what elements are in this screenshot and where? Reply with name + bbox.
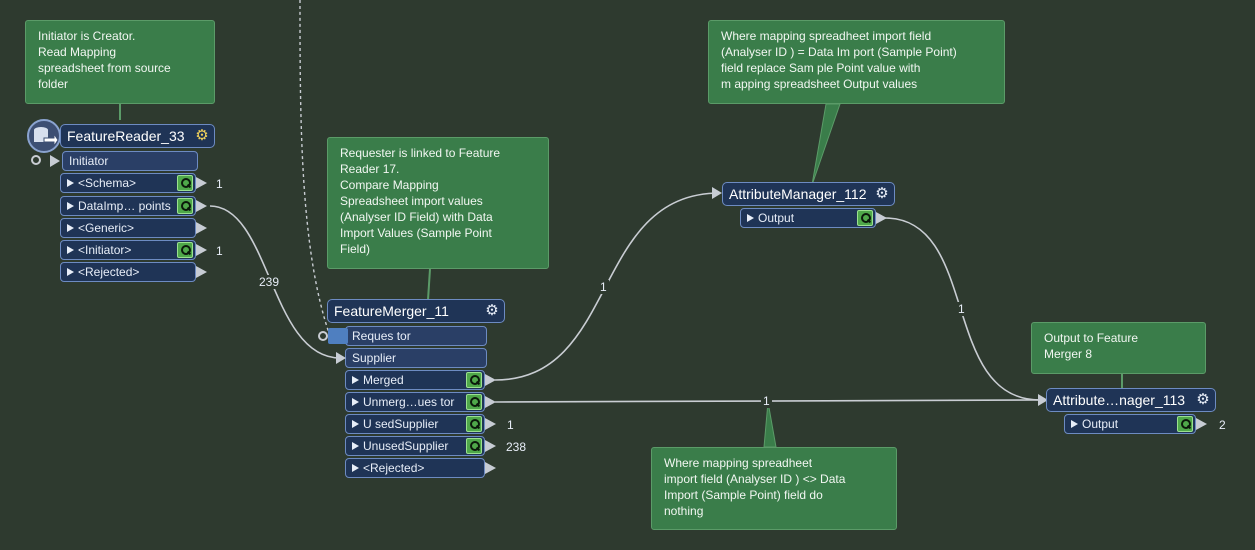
output-arrow-icon [196, 266, 207, 278]
expand-icon[interactable] [352, 375, 359, 384]
output-arrow-icon [485, 462, 496, 474]
inspect-icon[interactable] [177, 242, 193, 258]
merger-port-unusedsupplier[interactable]: UnusedSupplier [345, 436, 485, 456]
note-mapping-equal[interactable]: Where mapping spreadheet import field (A… [708, 20, 1005, 104]
inspect-icon[interactable] [466, 438, 482, 454]
am113-output-count: 2 [1219, 418, 1226, 432]
output-arrow-icon [485, 418, 496, 430]
am113-port-output[interactable]: Output [1064, 414, 1196, 434]
port-label: <Rejected> [78, 265, 140, 279]
note-initiator[interactable]: Initiator is Creator. Read Mapping sprea… [25, 20, 215, 104]
output-arrow-icon [1196, 418, 1207, 430]
reader-port-initiator[interactable]: <Initiator> [60, 240, 196, 260]
port-label: Output [1082, 417, 1119, 431]
am113-input-arrow-icon [1038, 394, 1048, 406]
am112-input-arrow-icon [712, 187, 722, 199]
port-label: Unmerg…ues tor [363, 395, 455, 409]
expand-icon[interactable] [1071, 419, 1078, 428]
supplier-arrow-icon [336, 352, 346, 364]
port-label: Merged [363, 373, 404, 387]
expand-icon[interactable] [352, 463, 359, 472]
attributemanager-113-title: Attribute…nager_113 [1053, 392, 1186, 408]
output-arrow-icon [196, 222, 207, 234]
port-label: UnusedSupplier [363, 439, 449, 453]
attributemanager-112-title: AttributeManager_112 [729, 186, 867, 202]
gear-icon[interactable]: ⚙ [875, 185, 889, 202]
expand-icon[interactable] [67, 178, 74, 187]
usedsupplier-count: 1 [507, 418, 514, 432]
expand-icon[interactable] [352, 441, 359, 450]
merger-port-rejected[interactable]: <Rejected> [345, 458, 485, 478]
unusedsupplier-count: 238 [506, 440, 527, 454]
initiator-arrow-icon [50, 155, 60, 167]
reader-port-generic[interactable]: <Generic> [60, 218, 196, 238]
reader-port-dataimport[interactable]: DataImp… points [60, 196, 196, 216]
reader-schema-count: 1 [216, 177, 223, 191]
inspect-icon[interactable] [177, 198, 193, 214]
output-arrow-icon [196, 177, 207, 189]
wire-count-merged: 1 [598, 280, 609, 294]
output-arrow-icon [876, 212, 887, 224]
wire-count-am112: 1 [956, 302, 967, 316]
featurereader-33-header[interactable]: FeatureReader_33 ⚙ [60, 124, 215, 148]
requestor-label: Reques tor [352, 329, 411, 343]
output-arrow-icon [196, 200, 207, 212]
inspect-icon[interactable] [1177, 416, 1193, 432]
am112-port-output[interactable]: Output [740, 208, 876, 228]
expand-icon[interactable] [67, 267, 74, 276]
gear-icon[interactable]: ⚙ [485, 302, 499, 319]
featuremerger-11-title: FeatureMerger_11 [334, 303, 449, 319]
port-label: <Schema> [78, 176, 137, 190]
inspect-icon[interactable] [177, 175, 193, 191]
requestor-connector-icon [318, 331, 328, 341]
expand-icon[interactable] [67, 245, 74, 254]
wire-count-unmerged: 1 [761, 394, 772, 408]
gear-icon[interactable]: ⚙ [1196, 391, 1210, 408]
attributemanager-113-header[interactable]: Attribute…nager_113 ⚙ [1046, 388, 1216, 412]
port-label: <Generic> [78, 221, 135, 235]
reader-initiator-count: 1 [216, 244, 223, 258]
note-output-fm8[interactable]: Output to Feature Merger 8 [1031, 322, 1206, 374]
featurereader-33-title: FeatureReader_33 [67, 128, 185, 144]
initiator-link-wire [299, 0, 331, 337]
attributemanager-112-header[interactable]: AttributeManager_112 ⚙ [722, 182, 895, 206]
initiator-connector-icon [31, 155, 41, 165]
expand-icon[interactable] [352, 419, 359, 428]
note-requester[interactable]: Requester is linked to Feature Reader 17… [327, 137, 549, 269]
reader-port-schema[interactable]: <Schema> [60, 173, 196, 193]
featuremerger-11-header[interactable]: FeatureMerger_11 ⚙ [327, 299, 505, 323]
reader-initiator-label: Initiator [69, 154, 109, 168]
merger-port-unmerged[interactable]: Unmerg…ues tor [345, 392, 485, 412]
inspect-icon[interactable] [466, 394, 482, 410]
inspect-icon[interactable] [466, 416, 482, 432]
reader-port-rejected[interactable]: <Rejected> [60, 262, 196, 282]
inspect-icon[interactable] [466, 372, 482, 388]
port-label: U sedSupplier [363, 417, 439, 431]
output-arrow-icon [196, 244, 207, 256]
expand-icon[interactable] [67, 223, 74, 232]
inspect-icon[interactable] [857, 210, 873, 226]
wire-count-239: 239 [257, 275, 282, 289]
merger-port-merged[interactable]: Merged [345, 370, 485, 390]
output-arrow-icon [485, 374, 496, 386]
requestor-arrow-icon [328, 328, 348, 344]
expand-icon[interactable] [67, 201, 74, 210]
port-label: <Rejected> [363, 461, 425, 475]
output-arrow-icon [485, 440, 496, 452]
expand-icon[interactable] [352, 397, 359, 406]
note-mapping-not-equal[interactable]: Where mapping spreadheet import field (A… [651, 447, 897, 530]
database-icon [27, 119, 61, 153]
reader-initiator-port[interactable]: Initiator [62, 151, 198, 171]
port-label: Output [758, 211, 795, 225]
merger-port-usedsupplier[interactable]: U sedSupplier [345, 414, 485, 434]
port-label: <Initiator> [78, 243, 132, 257]
gear-icon[interactable]: ⚙ [195, 127, 209, 144]
merger-input-requestor[interactable]: Reques tor [345, 326, 487, 346]
merger-input-supplier[interactable]: Supplier [345, 348, 487, 368]
output-arrow-icon [485, 396, 496, 408]
supplier-label: Supplier [352, 351, 397, 365]
expand-icon[interactable] [747, 213, 754, 222]
port-label: DataImp… points [78, 199, 171, 213]
